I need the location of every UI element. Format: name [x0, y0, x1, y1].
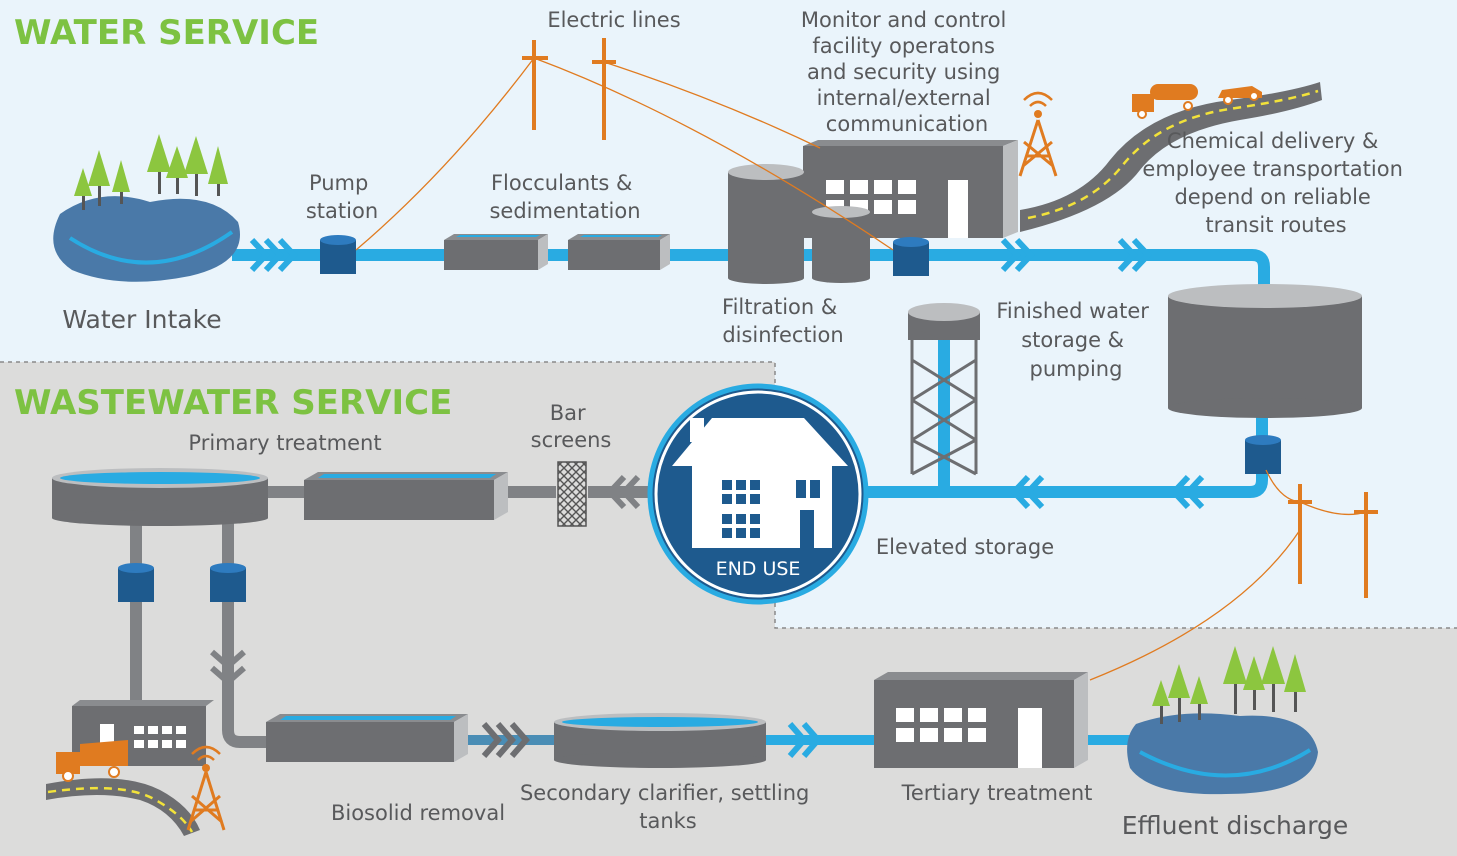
elevated-storage-tower: [908, 303, 980, 476]
elevated-storage-label: Elevated storage: [876, 535, 1054, 559]
water-flow-arrows: [249, 237, 1205, 510]
monitor-label: Monitor and control facility operatons a…: [801, 8, 1013, 136]
end-use-label: END USE: [716, 558, 801, 580]
effluent-lake: [1127, 713, 1318, 795]
end-use-icon: END USE: [647, 383, 869, 605]
dump-truck-icon: [56, 740, 128, 782]
wastewater-arrows: [210, 474, 641, 686]
water-pipes: [232, 249, 1270, 498]
communication-tower-icon: [1018, 91, 1058, 177]
car-icon: [1218, 86, 1262, 105]
tertiary-building: [874, 672, 1088, 768]
tanker-truck-icon: [1132, 84, 1198, 119]
water-intake-label: Water Intake: [62, 305, 221, 334]
electric-pole-icon: [522, 38, 616, 140]
bar-screens-label: Bar screens: [531, 401, 612, 452]
secondary-clarifier: [554, 713, 766, 768]
pump-station-icon: [320, 235, 356, 274]
water-intake-lake: [53, 196, 240, 282]
electric-pole-right-icon: [1288, 484, 1378, 598]
wastewater-service-heading: WASTEWATER SERVICE: [14, 383, 452, 423]
biosolid-tank: [266, 714, 468, 762]
wastewater-pipes: [130, 486, 650, 748]
primary-clarifier: [52, 468, 268, 526]
tertiary-treatment-label: Tertiary treatment: [901, 781, 1093, 805]
pump-station-label: Pump station: [306, 171, 378, 223]
bar-screen-icon: [557, 461, 587, 527]
electric-lines-label: Electric lines: [547, 8, 680, 32]
clean-arrows: [787, 722, 822, 758]
tree-icon: [1152, 646, 1306, 724]
filtration-pump-icon: [893, 237, 929, 276]
wastewater-pump-icon: [118, 563, 246, 602]
electric-wires: [355, 57, 894, 251]
tree-icon: [74, 134, 228, 210]
filtration-label: Filtration & disinfection: [722, 295, 844, 347]
electric-wires-right: [1089, 469, 1367, 681]
water-service-heading: WATER SERVICE: [14, 13, 319, 53]
flocculants-label: Flocculants & sedimentation: [489, 171, 640, 223]
biosolid-removal-label: Biosolid removal: [331, 801, 505, 825]
filtration-facility: [728, 140, 1018, 284]
effluent-discharge-label: Effluent discharge: [1122, 811, 1349, 840]
chemical-delivery-label: Chemical delivery & employee transportat…: [1142, 129, 1409, 237]
storage-pump-icon: [1245, 435, 1281, 474]
finished-water-storage-tank: [1168, 284, 1362, 418]
communication-tower-bottom-icon: [186, 745, 226, 831]
secondary-clarifier-label: Secondary clarifier, settling tanks: [520, 781, 816, 833]
flocculant-tanks: [444, 234, 670, 270]
finished-water-label: Finished water storage & pumping: [996, 299, 1155, 381]
treated-arrows: [481, 722, 530, 758]
road-top: [1020, 82, 1322, 232]
primary-treatment-label: Primary treatment: [188, 431, 381, 455]
road-bottom: [46, 778, 200, 836]
primary-tank: [304, 472, 508, 520]
